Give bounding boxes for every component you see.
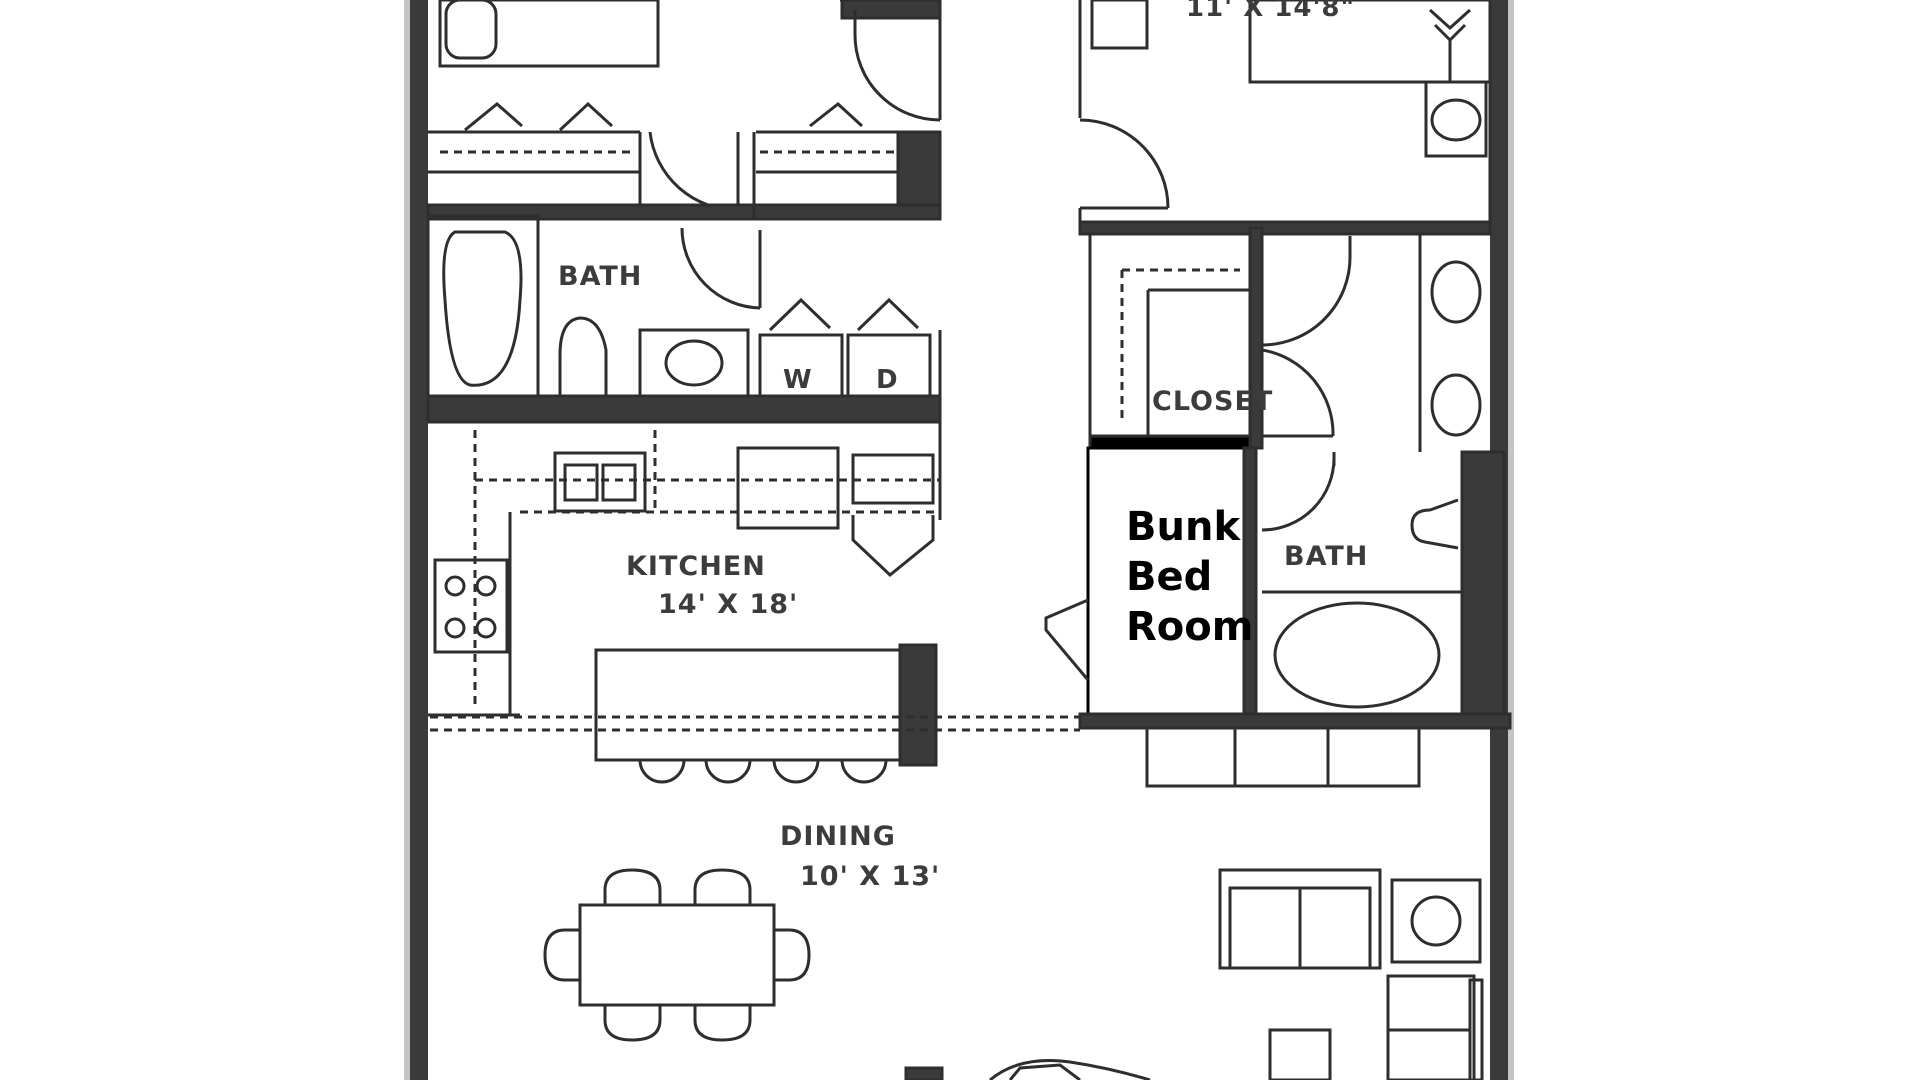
bunk-room-label-line2: Bed — [1126, 554, 1212, 600]
door-swing-closet-inner — [1260, 345, 1335, 437]
armchair — [1386, 974, 1476, 1082]
door-swing-top-right — [1079, 118, 1170, 209]
closet-label: CLOSET — [1152, 386, 1273, 417]
door-swing-bunk-room — [1044, 598, 1090, 681]
dryer-label: D — [876, 365, 898, 395]
bed-top-left — [438, 0, 660, 68]
dining-label: DINING — [780, 821, 896, 852]
outer-walls — [404, 0, 1514, 1080]
kitchen-island — [594, 648, 910, 762]
dining-table — [578, 903, 776, 1007]
kitchen-dims: 14' X 18' — [658, 589, 798, 620]
door-swing-top — [853, 34, 941, 122]
window-bench — [1145, 726, 1421, 788]
door-swing-closet-right — [1261, 254, 1352, 347]
tub-top-left — [444, 0, 498, 60]
door-swing-bath-right — [1261, 457, 1336, 532]
kitchen-sink — [553, 451, 647, 513]
dining-dims: 10' X 13' — [800, 861, 940, 892]
bathtub-left — [442, 230, 523, 387]
washer-label: W — [783, 365, 812, 395]
bunk-room-label-line3: Room — [1126, 604, 1253, 650]
bath-right-label: BATH — [1284, 541, 1368, 572]
door-swing-closet-left — [648, 131, 739, 212]
pantry — [851, 515, 935, 577]
door-swing-bath-left — [680, 227, 761, 310]
kitchen-label: KITCHEN — [626, 551, 766, 582]
side-table — [1390, 878, 1482, 964]
top-right-room-dims: 11' X 14'8" — [1186, 0, 1355, 23]
plan-lines — [426, 0, 1512, 1082]
room-labels: 11' X 14'8" BATH W D CLOSET Bunk Bed Roo… — [558, 0, 1368, 892]
bunk-room-label-line1: Bunk — [1126, 504, 1241, 550]
bath-upper-label: BATH — [558, 261, 642, 292]
bathtub-right — [1273, 601, 1441, 709]
fridge — [736, 446, 840, 530]
toilet-left — [558, 316, 608, 398]
stove — [433, 558, 509, 654]
